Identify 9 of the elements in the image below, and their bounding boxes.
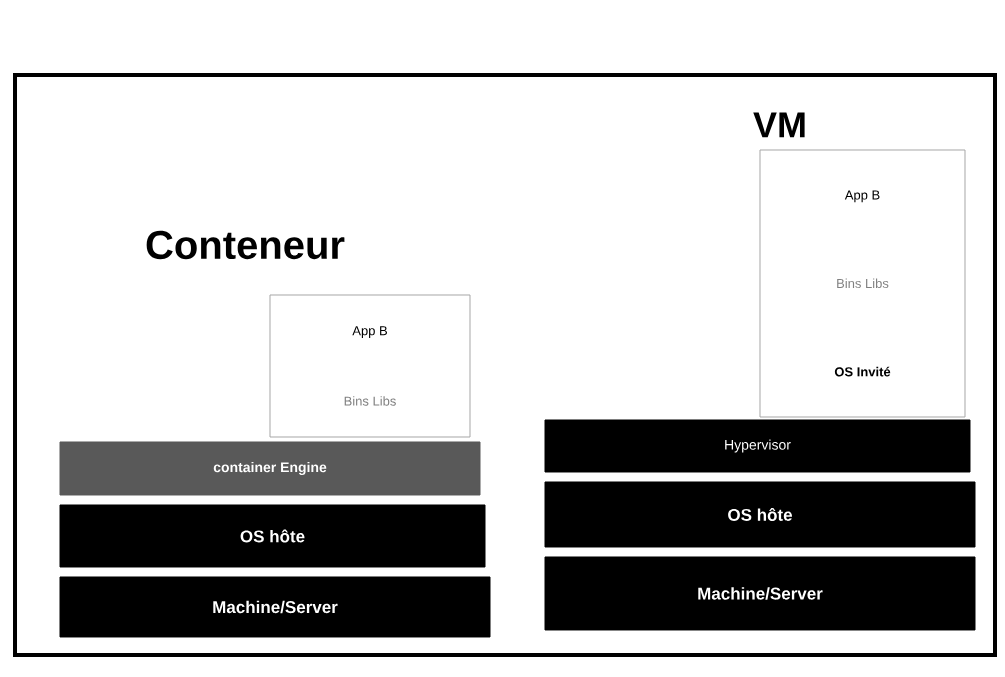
stack-box: App B Bins Libs	[269, 294, 471, 438]
layer-bar: Machine/Server	[59, 576, 491, 638]
layer-bar: Hypervisor	[544, 419, 971, 473]
layer-bar: container Engine	[59, 441, 481, 496]
layer-bar: Machine/Server	[544, 556, 976, 631]
layer-bar: OS hôte	[544, 481, 976, 548]
heading: Conteneur	[146, 230, 345, 260]
stack-box: App B Bins Libs OS Invité	[759, 149, 966, 418]
layer-bar: OS hôte	[59, 504, 486, 568]
